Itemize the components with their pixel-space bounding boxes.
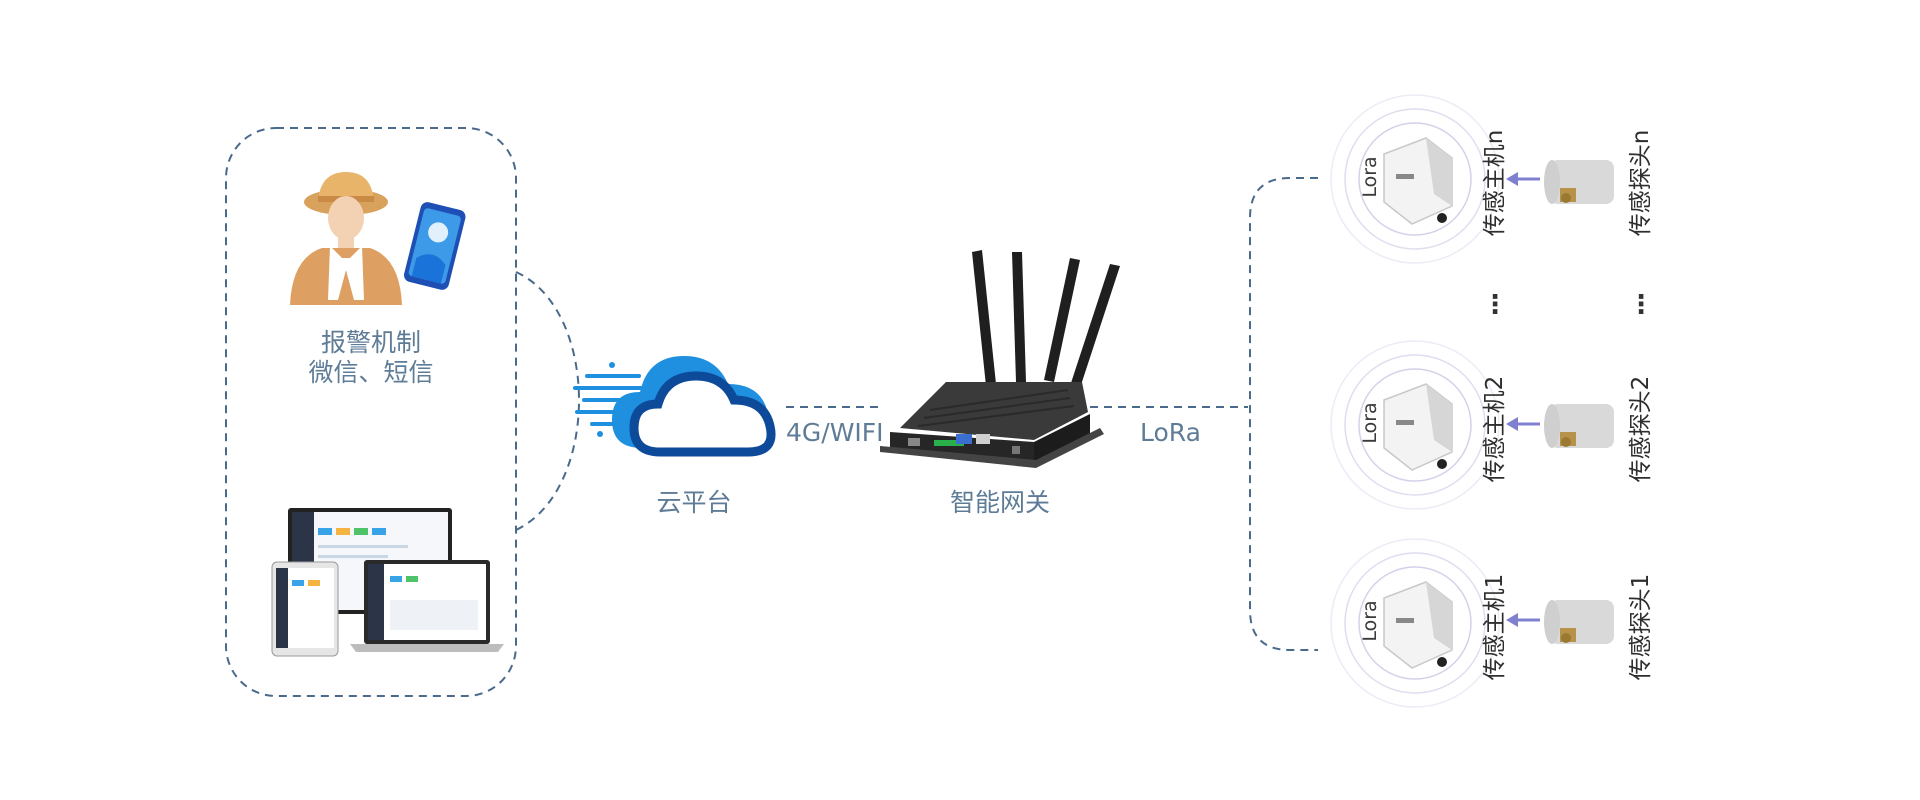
alarm-channels-label: 微信、短信 — [308, 358, 434, 387]
left-panel-frame — [225, 127, 517, 697]
sensor-node-2 — [1330, 340, 1500, 510]
sensor-node-n — [1330, 94, 1500, 264]
sensor-probe-label-1: 传感探头1 — [1628, 573, 1654, 681]
signal-rings-icon — [1330, 340, 1500, 510]
signal-rings-icon — [1330, 94, 1500, 264]
smart-gateway-label: 智能网关 — [949, 488, 1050, 517]
sensor-host-icon — [1383, 137, 1453, 225]
sensor-host-icon — [1383, 383, 1453, 471]
sensor-bracket — [1249, 177, 1318, 651]
sensor-node-1 — [1330, 538, 1500, 708]
sensor-host-icon — [1383, 581, 1453, 669]
cloud-platform-label: 云平台 — [656, 488, 732, 517]
ellipsis-probe: ⋮ — [1628, 290, 1654, 320]
link-4g-wifi-label: 4G/WIFI — [786, 418, 884, 447]
link-lora-label: LoRa — [1140, 418, 1201, 447]
ellipsis-host: ⋮ — [1482, 290, 1508, 320]
alarm-mechanism-label: 报警机制 — [320, 328, 421, 357]
signal-rings-icon — [1330, 538, 1500, 708]
